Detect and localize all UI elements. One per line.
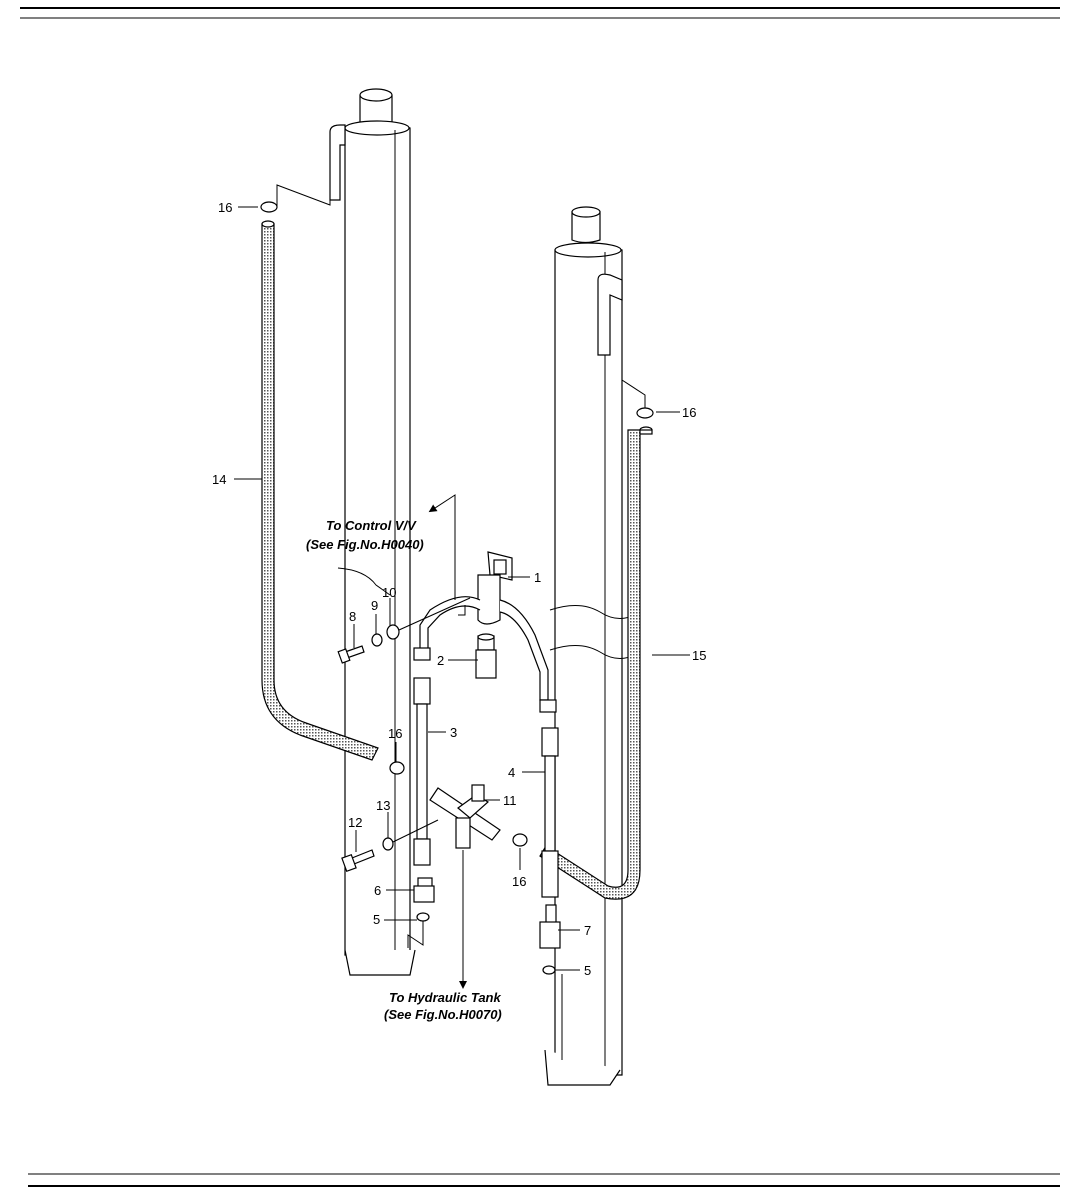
callout-9: 9 <box>371 598 378 613</box>
hose-4 <box>541 727 559 898</box>
note-hydraulic-tank-title: To Hydraulic Tank <box>389 990 501 1005</box>
callout-7: 7 <box>584 923 591 938</box>
ring-16-mid <box>389 761 405 775</box>
bolt-12 <box>341 849 375 873</box>
tee-11 <box>429 784 501 849</box>
callout-8: 8 <box>349 609 356 624</box>
nipple-2 <box>475 633 497 679</box>
ring-16-lower <box>512 833 528 847</box>
note-hydraulic-tank-ref: (See Fig.No.H0070) <box>384 1007 502 1022</box>
callout-3: 3 <box>450 725 457 740</box>
callout-5-left: 5 <box>373 912 380 927</box>
note-control-valve-ref: (See Fig.No.H0040) <box>306 537 424 552</box>
washer-10 <box>386 597 471 640</box>
right-cylinder <box>544 206 641 1086</box>
callout-16-lower: 16 <box>512 874 526 889</box>
ring-16-right <box>621 355 654 419</box>
callout-2: 2 <box>437 653 444 668</box>
callout-10: 10 <box>382 585 396 600</box>
washer-13 <box>382 819 439 851</box>
washer-9 <box>371 633 383 647</box>
callout-12: 12 <box>348 815 362 830</box>
callout-16-top-left: 16 <box>218 200 232 215</box>
callout-5-right: 5 <box>584 963 591 978</box>
fitting-7 <box>539 904 561 949</box>
callout-11: 11 <box>503 793 517 808</box>
callout-13: 13 <box>376 798 390 813</box>
callout-15: 15 <box>692 648 706 663</box>
callout-6: 6 <box>374 883 381 898</box>
page-footer-rule <box>28 1173 1060 1187</box>
leader-lines <box>234 206 690 971</box>
valve-1 <box>413 551 557 713</box>
callout-16-mid: 16 <box>388 726 402 741</box>
adapter-6 <box>413 877 435 903</box>
hose-3 <box>413 677 431 866</box>
callout-16-right: 16 <box>682 405 696 420</box>
callout-1: 1 <box>534 570 541 585</box>
hose-14 <box>261 220 379 761</box>
callout-14: 14 <box>212 472 226 487</box>
oring-5-left <box>407 912 430 948</box>
page-header-rule <box>20 7 1060 19</box>
callout-4: 4 <box>508 765 515 780</box>
bolt-8 <box>337 645 365 664</box>
ring-16-top-left <box>260 184 331 213</box>
arrow-to-control-valve <box>428 494 456 600</box>
note-control-valve-title: To Control V/V <box>326 518 417 533</box>
